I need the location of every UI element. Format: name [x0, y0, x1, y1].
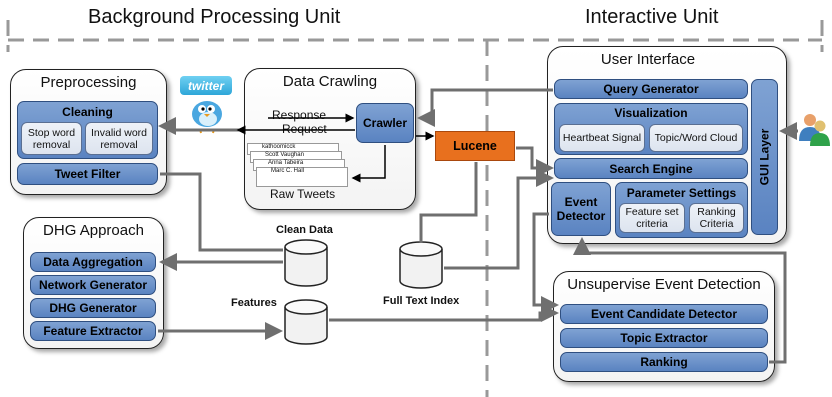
lucene-box: Lucene [435, 131, 515, 161]
cleaning-label: Cleaning [62, 105, 113, 119]
topic-word-cloud-box: Topic/Word Cloud [649, 124, 743, 152]
network-generator-box: Network Generator [30, 275, 156, 295]
data-aggregation-box: Data Aggregation [30, 252, 156, 272]
twitter-bird-icon [192, 101, 222, 134]
interactive-unit-title: Interactive Unit [585, 6, 719, 28]
users-icon [799, 114, 830, 146]
unsupervised-event-detection-title: Unsupervise Event Detection [567, 276, 761, 293]
topic-extractor-box: Topic Extractor [560, 328, 768, 348]
clean-data-label: Clean Data [276, 224, 333, 236]
crawl-to-preprocess-arrow [158, 117, 245, 135]
tweet-card: Marc C. Hall [256, 167, 348, 187]
full-text-index-label: Full Text Index [383, 295, 460, 307]
request-label: Request [282, 122, 327, 136]
raw-tweets-stack: kathoomicck Scott Vaughan Anna Tabeira M… [247, 143, 348, 189]
dhg-approach-title: DHG Approach [43, 222, 144, 239]
ranking-criteria-box: Ranking Criteria [689, 203, 744, 233]
clean-data-database-icon [284, 239, 328, 287]
feature-set-criteria-box: Feature set criteria [619, 203, 685, 233]
twitter-wordmark: twitter [180, 76, 232, 95]
gui-layer-box: GUI Layer [751, 79, 778, 235]
feature-extractor-box: Feature Extractor [30, 321, 156, 341]
event-candidate-detector-box: Event Candidate Detector [560, 304, 768, 324]
features-to-candidate-arrow [329, 304, 559, 322]
filter-to-clean-data-arrow [160, 172, 283, 252]
query-generator-box: Query Generator [554, 79, 748, 99]
event-detector-box: Event Detector [551, 182, 611, 236]
full-text-index-database-icon [399, 241, 443, 289]
search-engine-box: Search Engine [554, 158, 748, 179]
ranking-box: Ranking [560, 352, 768, 372]
lucene-to-search-arrow [516, 146, 554, 177]
twitter-logo: twitter [180, 76, 232, 136]
index-to-search-arrow [444, 169, 554, 270]
features-database-icon [284, 299, 328, 345]
stop-word-removal-box: Stop word removal [21, 122, 82, 155]
preprocessing-title: Preprocessing [40, 74, 137, 91]
query-to-crawler-arrow [417, 88, 553, 127]
heartbeat-signal-box: Heartbeat Signal [559, 124, 645, 152]
features-label: Features [231, 297, 277, 309]
parameter-settings-label: Parameter Settings [626, 186, 737, 200]
invalid-word-removal-box: Invalid word removal [85, 122, 153, 155]
tweet-filter-box: Tweet Filter [17, 163, 158, 185]
ranking-to-detector-arrow [573, 237, 787, 364]
raw-tweets-label: Raw Tweets [270, 187, 336, 201]
detector-to-candidate-arrow [532, 212, 559, 314]
background-unit-title: Background Processing Unit [88, 6, 341, 28]
visualization-label: Visualization [614, 106, 688, 120]
lucene-to-index-arrow [419, 162, 478, 243]
crawler-box: Crawler [356, 103, 414, 143]
data-crawling-title: Data Crawling [282, 73, 378, 90]
user-interface-title: User Interface [600, 51, 696, 68]
crawler-to-raw-tweets-arrow [351, 145, 386, 183]
dhg-generator-box: DHG Generator [30, 298, 156, 318]
